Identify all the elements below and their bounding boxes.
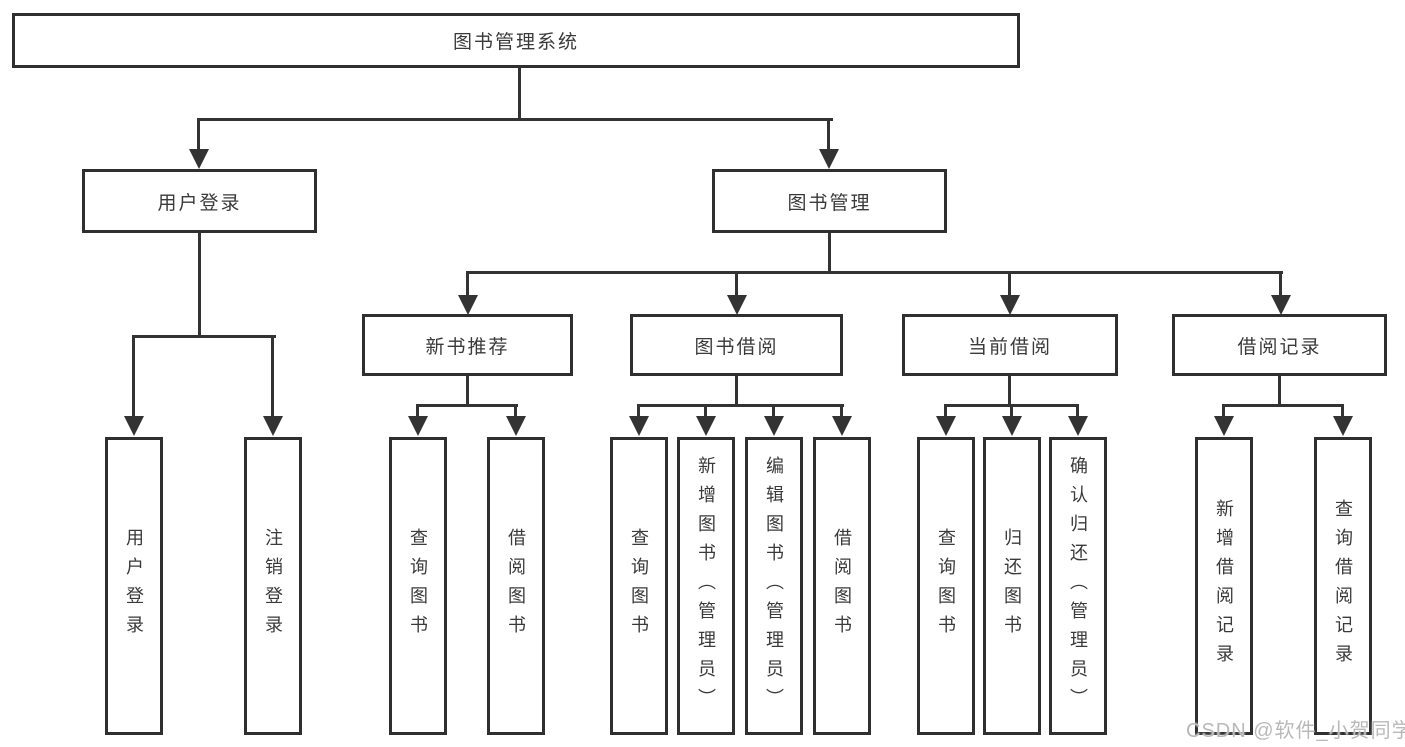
leaf-borrow-books: 借阅图书 [813,437,871,735]
connector-line [637,404,844,407]
leaf-logout: 注销登录 [244,437,302,735]
leaf-user-login: 用户登录 [105,437,163,735]
arrow-down-icon [263,335,283,436]
arrow-down-icon [1271,271,1291,315]
arrow-down-icon [1333,404,1353,436]
arrow-down-icon [629,404,649,436]
connector-line [198,233,201,336]
node-book-management: 图书管理 [712,169,947,233]
leaf-add-books-admin: 新增图书（管理员） [677,437,735,735]
arrow-down-icon [696,404,716,436]
connector-line [133,335,276,338]
leaf-borrow-books: 借阅图书 [487,437,545,735]
arrow-down-icon [408,404,428,436]
leaf-query-books: 查询图书 [917,437,975,735]
connector-line [828,233,831,272]
leaf-confirm-return-admin: 确认归还（管理员） [1049,437,1107,735]
node-borrowing-records: 借阅记录 [1172,314,1387,376]
arrow-down-icon [189,118,209,169]
connector-line [518,68,521,118]
leaf-query-books: 查询图书 [389,437,447,735]
connector-line [466,271,1283,274]
connector-line [1278,376,1281,406]
arrow-down-icon [832,404,852,436]
arrow-down-icon [764,404,784,436]
connector-line [735,376,738,406]
leaf-query-borrow-record: 查询借阅记录 [1314,437,1372,735]
watermark: CSDN @软件_小贺同学 [1186,720,1405,742]
node-new-book-recommendation: 新书推荐 [362,314,573,376]
connector-line [466,376,469,406]
node-user-login: 用户登录 [82,169,317,233]
arrow-down-icon [458,271,478,315]
leaf-query-books: 查询图书 [610,437,668,735]
connector-line [417,404,518,407]
node-library-management-system: 图书管理系统 [12,13,1020,68]
leaf-add-borrow-record: 新增借阅记录 [1195,437,1253,735]
leaf-return-books: 归还图书 [983,437,1041,735]
arrow-down-icon [1000,271,1020,315]
connector-line [1223,404,1344,407]
leaf-edit-books-admin: 编辑图书（管理员） [745,437,803,735]
arrow-down-icon [1214,404,1234,436]
arrow-down-icon [727,271,747,315]
arrow-down-icon [1002,404,1022,436]
arrow-down-icon [1068,404,1088,436]
arrow-down-icon [506,404,526,436]
arrow-down-icon [936,404,956,436]
node-book-borrowing: 图书借阅 [630,314,843,376]
connector-line [197,118,833,121]
connector-line [1008,376,1011,406]
arrow-down-icon [819,118,839,169]
arrow-down-icon [124,335,144,436]
node-current-borrowing: 当前借阅 [902,314,1118,376]
